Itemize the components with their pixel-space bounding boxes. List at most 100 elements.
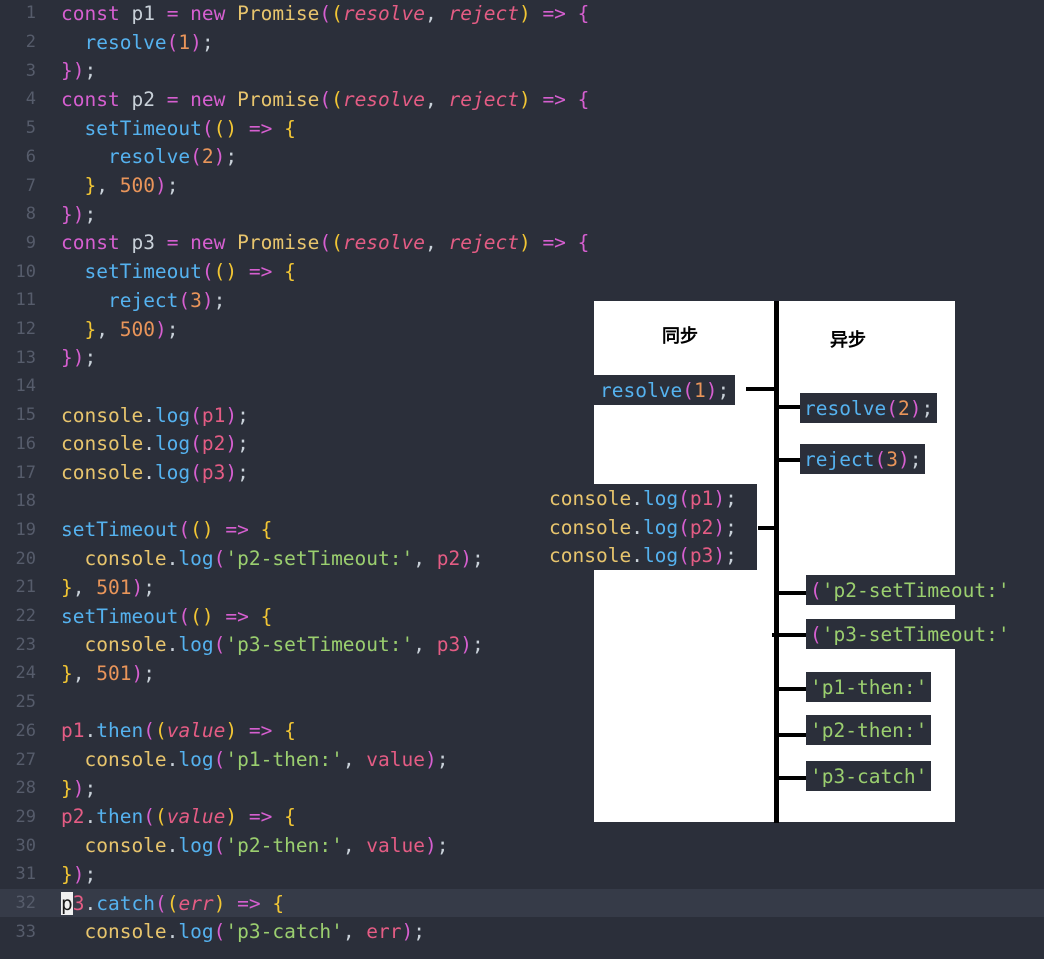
code-token: 'p3-catch' — [225, 920, 343, 944]
code-line[interactable]: 11 reject(3); — [0, 286, 1044, 315]
code-token: ; — [471, 633, 484, 657]
code-token: console — [61, 432, 144, 456]
code-line[interactable]: 5 setTimeout(() => { — [0, 114, 1044, 143]
code-token: => — [213, 518, 261, 542]
code-token: ) — [401, 920, 414, 944]
code-token — [61, 145, 108, 168]
line-number: 11 — [15, 290, 36, 311]
code-line[interactable]: 31}); — [0, 860, 1044, 889]
code-token: resolve — [804, 396, 887, 420]
async-item: ('p2-setTimeout:' — [806, 575, 1014, 605]
code-text: }, 501); — [61, 662, 155, 685]
code-token: p3 — [689, 544, 714, 568]
code-token: 1 — [693, 378, 706, 402]
code-line[interactable]: 3}); — [0, 56, 1044, 85]
code-token: resolve — [342, 231, 426, 255]
code-token: new — [190, 1, 238, 25]
code-token: { — [284, 805, 296, 829]
code-token: 3 — [72, 891, 85, 915]
code-line[interactable]: 10 setTimeout(() => { — [0, 257, 1044, 286]
code-token: } — [84, 174, 97, 198]
code-token: ; — [725, 544, 737, 568]
code-token: value — [366, 748, 425, 772]
code-line[interactable]: 33 console.log('p3-catch', err); — [0, 917, 1044, 946]
code-token: ( — [178, 604, 191, 628]
async-item: reject(3); — [800, 444, 926, 474]
code-line[interactable]: 24}, 501); — [0, 659, 1044, 688]
code-token: } — [61, 862, 73, 886]
code-text: }); — [61, 346, 96, 369]
code-token: log — [642, 515, 679, 539]
code-line[interactable]: 25 — [0, 688, 1044, 717]
code-token: ( — [331, 87, 343, 111]
code-line[interactable]: 27 console.log('p1-then:', value); — [0, 745, 1044, 774]
code-token: ) — [518, 231, 531, 255]
code-token: . — [143, 432, 155, 456]
code-token: const — [61, 231, 132, 255]
code-token: p1 — [61, 719, 85, 743]
code-line[interactable]: 20 console.log('p2-setTimeout:', p2); — [0, 544, 1044, 573]
code-token: log — [178, 633, 214, 657]
code-token: err — [178, 891, 214, 915]
code-line[interactable]: 23 console.log('p3-setTimeout:', p3); — [0, 630, 1044, 659]
code-line[interactable]: 28}); — [0, 774, 1044, 803]
code-token: 500 — [119, 174, 155, 198]
code-line[interactable]: 13}); — [0, 343, 1044, 372]
code-token: log — [642, 486, 679, 510]
code-token: ) — [225, 461, 238, 485]
code-token: ; — [921, 396, 934, 420]
code-token: ; — [166, 174, 179, 198]
code-token: => — [530, 231, 578, 255]
line-number: 14 — [15, 376, 36, 397]
code-token: new — [190, 87, 238, 111]
code-token: , — [425, 231, 449, 255]
code-token: p1 — [201, 403, 226, 427]
async-item: 'p3-catch' — [806, 761, 932, 791]
code-line[interactable]: 7 }, 500); — [0, 171, 1044, 200]
code-line[interactable]: 8}); — [0, 200, 1044, 229]
code-token: Promise — [237, 1, 320, 25]
code-token: ( — [678, 515, 690, 539]
line-number: 5 — [25, 118, 36, 139]
code-token: 'p2-setTimeout:' — [821, 578, 1010, 602]
code-token: then — [96, 719, 144, 743]
code-line[interactable]: 21}, 501); — [0, 573, 1044, 602]
code-line[interactable]: 18 — [0, 487, 1044, 516]
connector-line — [778, 776, 808, 780]
code-token: p2 — [436, 547, 461, 571]
code-text: p1.then((value) => { — [61, 719, 296, 742]
line-number: 13 — [15, 347, 36, 368]
async-item: resolve(2); — [800, 393, 938, 423]
code-line[interactable]: 6 resolve(2); — [0, 143, 1044, 172]
code-token: log — [154, 432, 191, 456]
code-token: ; — [471, 547, 484, 571]
code-token: , — [72, 575, 97, 599]
code-token: , — [96, 317, 120, 341]
line-number: 6 — [25, 146, 36, 167]
code-token: ( — [190, 403, 202, 427]
code-token: { — [284, 116, 296, 140]
code-line[interactable]: 30 console.log('p2-then:', value); — [0, 831, 1044, 860]
code-token: () — [213, 260, 238, 284]
code-token: ( — [319, 87, 332, 111]
code-line[interactable]: 14 — [0, 372, 1044, 401]
code-text: console.log('p1-then:', value); — [61, 748, 448, 772]
code-token: ) — [225, 432, 238, 456]
code-line[interactable]: 12 }, 500); — [0, 315, 1044, 344]
code-token: , — [413, 633, 437, 657]
code-line[interactable]: 2 resolve(1); — [0, 28, 1044, 57]
code-token: log — [178, 920, 214, 944]
line-number: 18 — [15, 491, 36, 512]
